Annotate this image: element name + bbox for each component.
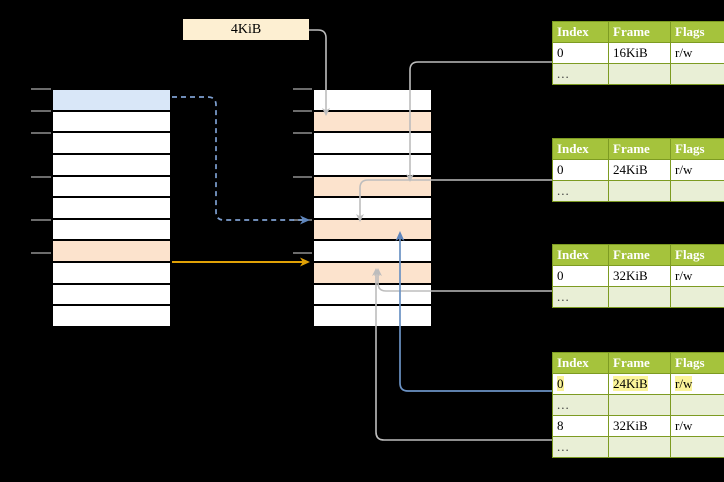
cell-index: ... [552,63,609,85]
wire-vaddr-to-frame-dashed [172,96,310,225]
frame-row [313,110,432,133]
vaddr-row [52,153,171,176]
table-header-row: Index Frame Flags [552,21,724,43]
column-header-flags: Flags [670,352,724,374]
table-header-row: Index Frame Flags [552,138,724,160]
vaddr-row [52,197,171,219]
cell-flags: r/w [670,42,724,64]
middle-tick-marks [293,88,312,254]
table-row: 0 24KiB r/w [552,159,724,181]
cell-flags [670,286,724,308]
cell-flags [670,180,724,202]
cell-frame [608,286,671,308]
column-header-index: Index [552,21,609,43]
cell-index: 0 [552,159,609,181]
column-header-flags: Flags [670,21,724,43]
column-header-index: Index [552,244,609,266]
cell-index: 8 [552,415,609,437]
cell-frame: 24KiB [608,373,671,395]
cell-index: 0 [552,265,609,287]
table-row-ellipsis: ... [552,63,724,85]
page-table-2: Index Frame Flags 0 24KiB r/w ... [552,138,724,202]
column-header-index: Index [552,138,609,160]
cell-frame: 16KiB [608,42,671,64]
left-tick-marks [31,88,51,254]
table-row-ellipsis: ... [552,394,724,416]
table-row-ellipsis: ... [552,436,724,458]
frame-row [313,218,432,241]
frame-row [313,197,432,219]
frame-row [313,305,432,327]
cell-index: ... [552,436,609,458]
cell-flags: r/w [670,159,724,181]
column-header-flags: Flags [670,138,724,160]
frame-row [313,283,432,306]
column-header-frame: Frame [608,244,671,266]
page-table-1: Index Frame Flags 0 16KiB r/w ... [552,21,724,85]
cell-frame [608,180,671,202]
vaddr-row [52,89,171,111]
frame-row [313,153,432,176]
cell-index: 0 [552,42,609,64]
frame-row [313,89,432,111]
frame-row [313,240,432,262]
cell-flags [670,394,724,416]
table-row: 8 32KiB r/w [552,415,724,437]
column-header-frame: Frame [608,21,671,43]
cell-frame [608,63,671,85]
page-size-callout: 4KiB [183,19,309,40]
vaddr-row [52,218,171,241]
vaddr-row [52,132,171,154]
column-header-flags: Flags [670,244,724,266]
vaddr-row [52,110,171,133]
cell-flags: r/w [670,415,724,437]
table-row-ellipsis: ... [552,286,724,308]
cell-index: ... [552,180,609,202]
vaddr-row [52,283,171,306]
table-header-row: Index Frame Flags [552,244,724,266]
cell-flags: r/w [670,373,724,395]
vaddr-row [52,262,171,284]
physical-memory-column [312,88,433,328]
cell-index: ... [552,286,609,308]
cell-flags [670,63,724,85]
table-row: 0 24KiB r/w [552,373,724,395]
table-row: 0 16KiB r/w [552,42,724,64]
page-table-4: Index Frame Flags 0 24KiB r/w ... 8 32Ki… [552,352,724,458]
frame-row [313,175,432,198]
vaddr-row [52,175,171,198]
cell-frame [608,436,671,458]
frame-row [313,262,432,284]
cell-frame: 24KiB [608,159,671,181]
vaddr-row [52,240,171,262]
table-row-ellipsis: ... [552,180,724,202]
virtual-address-space-column [51,88,172,328]
cell-flags: r/w [670,265,724,287]
table-row: 0 32KiB r/w [552,265,724,287]
cell-index: ... [552,394,609,416]
cell-frame [608,394,671,416]
cell-flags [670,436,724,458]
cell-frame: 32KiB [608,265,671,287]
cell-frame: 32KiB [608,415,671,437]
column-header-frame: Frame [608,352,671,374]
vaddr-row [52,305,171,327]
column-header-frame: Frame [608,138,671,160]
cell-index: 0 [552,373,609,395]
table-header-row: Index Frame Flags [552,352,724,374]
frame-row [313,132,432,154]
page-table-3: Index Frame Flags 0 32KiB r/w ... [552,244,724,308]
column-header-index: Index [552,352,609,374]
